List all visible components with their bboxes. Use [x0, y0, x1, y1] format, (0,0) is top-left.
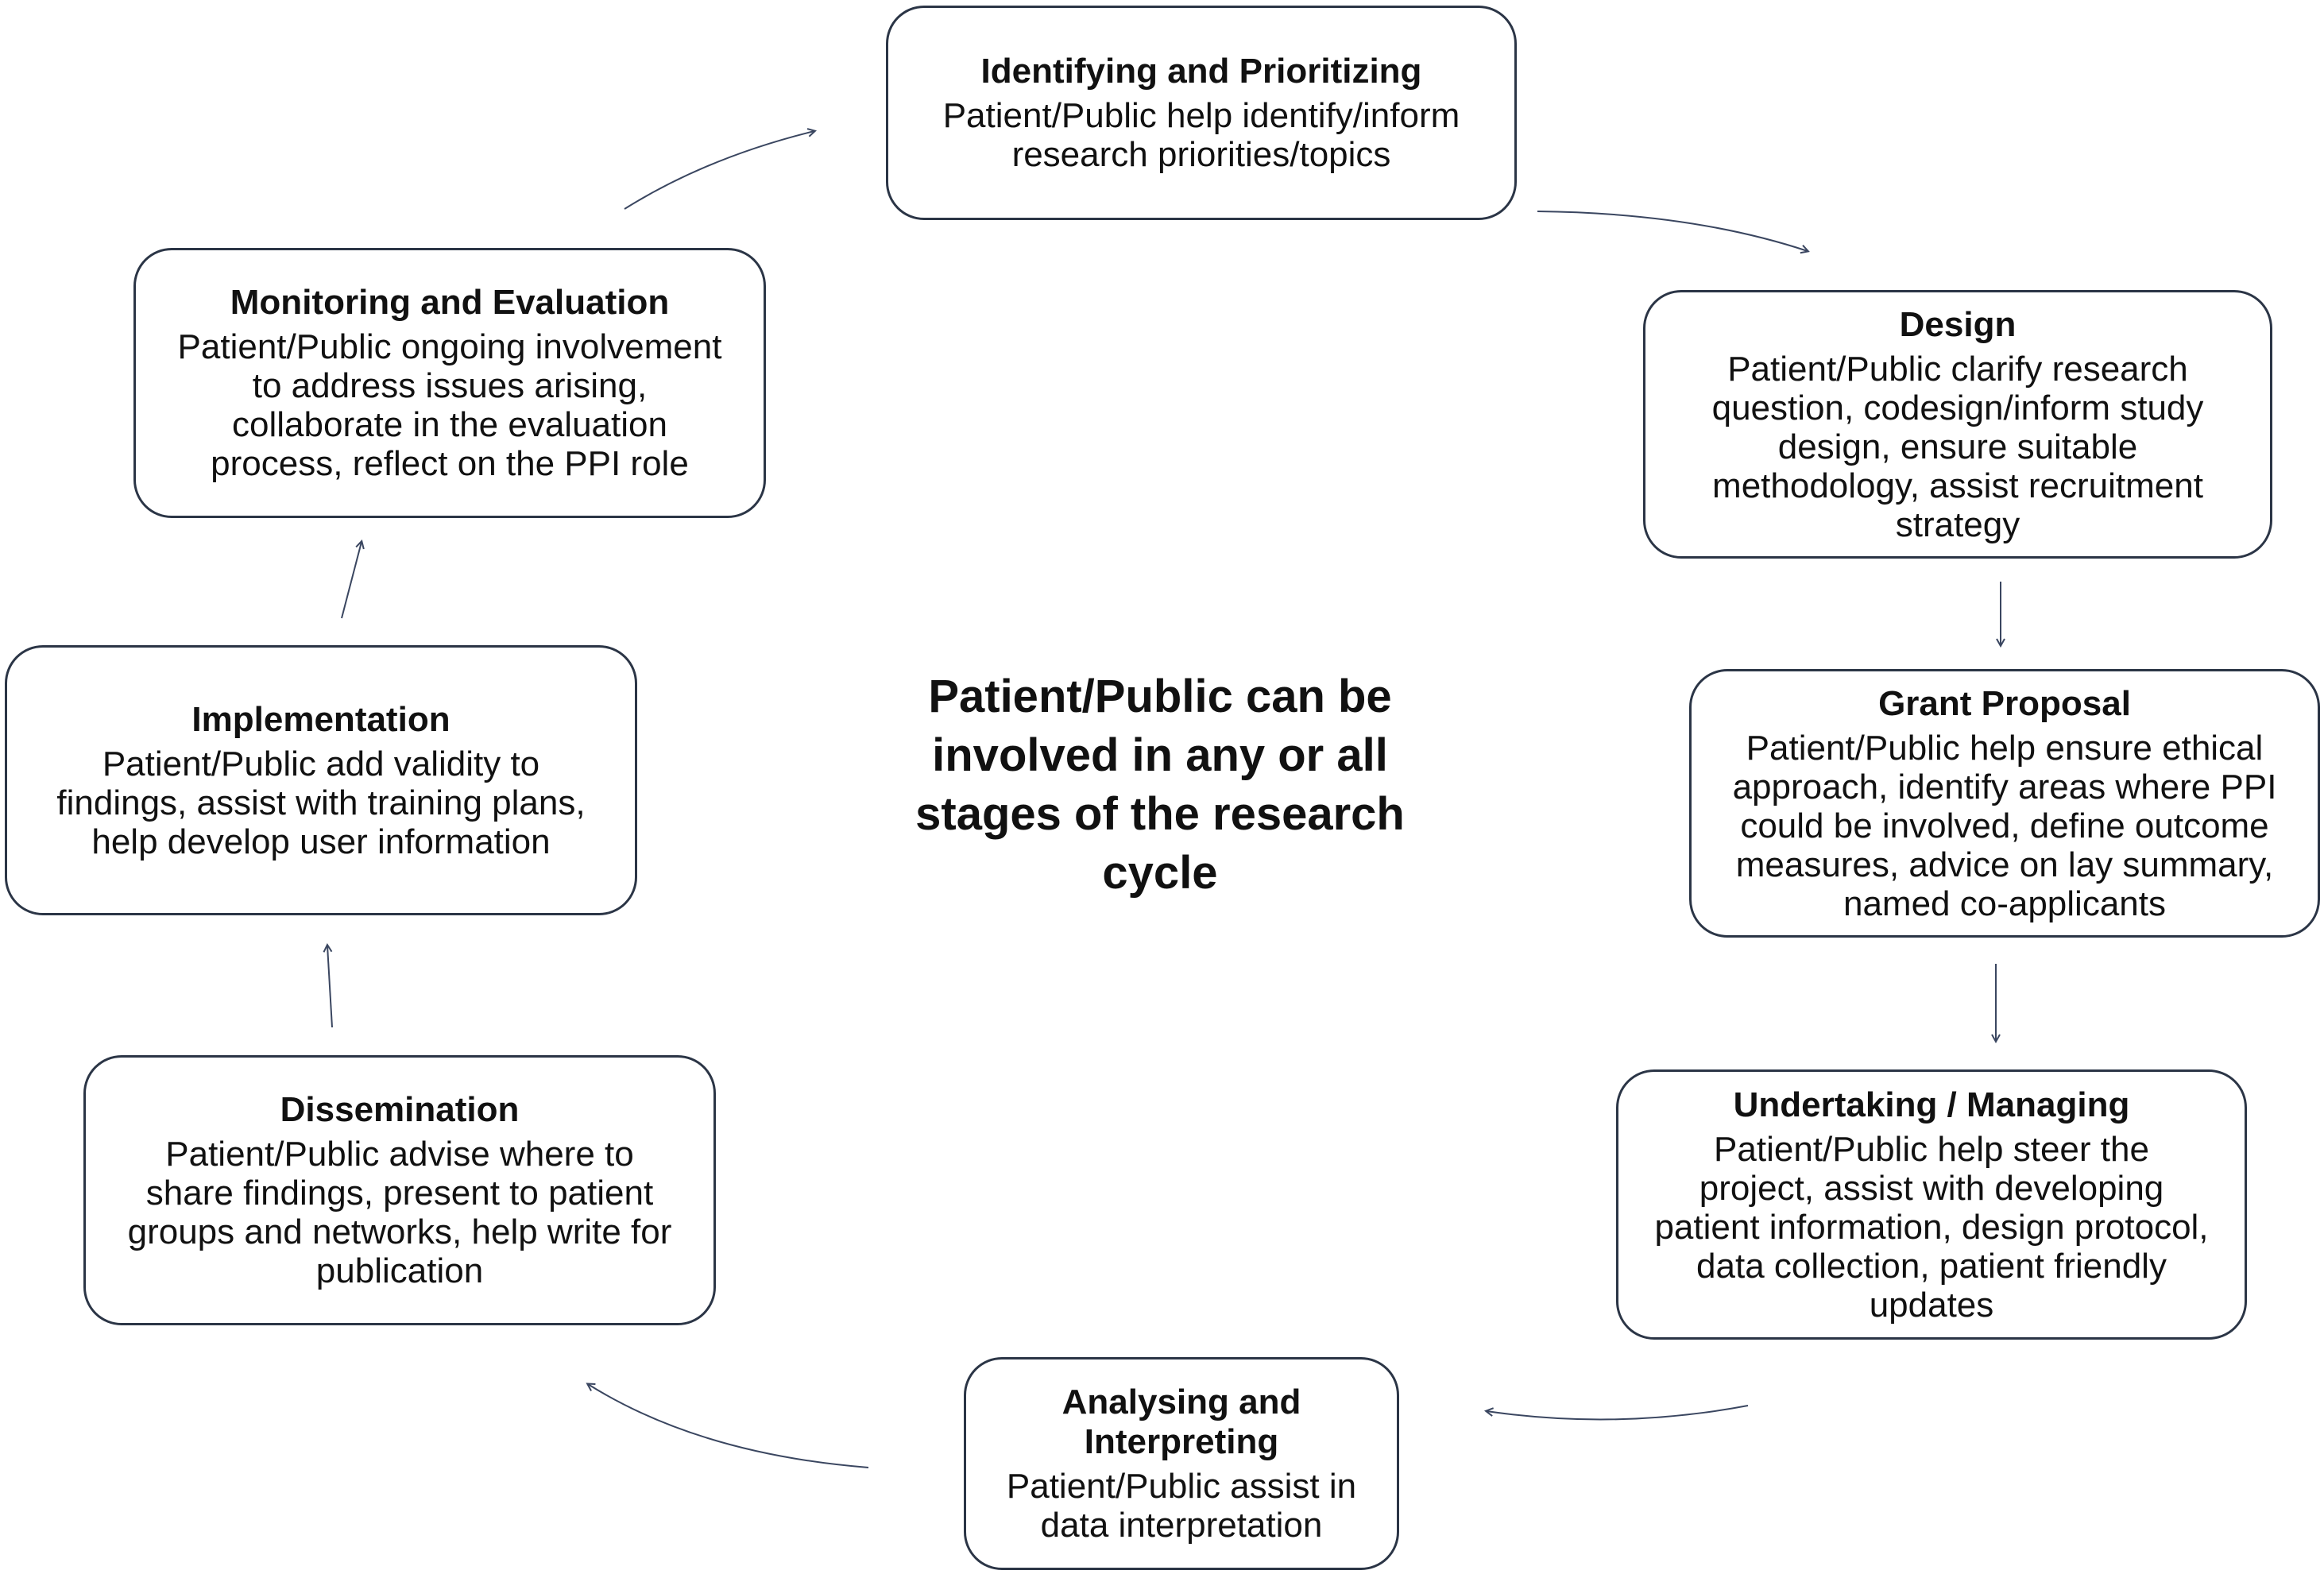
arrow-implementation-to-monitoring [341, 542, 362, 619]
stage-title: Analysing and Interpreting [1061, 1383, 1301, 1461]
stage-description: Patient/Public clarify research question… [1711, 349, 2204, 544]
stage-description: Patient/Public assist in data interpreta… [1006, 1467, 1357, 1545]
arrow-analysing-to-dissemination [588, 1384, 869, 1468]
stage-implementation: Implementation Patient/Public add validi… [5, 645, 637, 915]
stage-grant-proposal: Grant Proposal Patient/Public help ensur… [1689, 669, 2320, 938]
stage-title: Monitoring and Evaluation [230, 283, 670, 322]
stage-title: Identifying and Prioritizing [980, 52, 1422, 91]
stage-title: Undertaking / Managing [1733, 1085, 2130, 1124]
stage-monitoring-evaluation: Monitoring and Evaluation Patient/Public… [133, 248, 766, 518]
stage-description: Patient/Public help steer the project, a… [1654, 1129, 2209, 1325]
stage-undertaking-managing: Undertaking / Managing Patient/Public he… [1616, 1069, 2247, 1340]
center-statement: Patient/Public can be involved in any or… [915, 671, 1405, 899]
stage-title: Implementation [191, 699, 450, 739]
arrow-dissemination-to-implementation [327, 946, 333, 1028]
stage-identifying-prioritizing: Identifying and Prioritizing Patient/Pub… [886, 6, 1517, 220]
stage-title: Grant Proposal [1878, 683, 2131, 723]
stage-dissemination: Dissemination Patient/Public advise wher… [83, 1055, 716, 1325]
arrow-identifying-to-design [1537, 211, 1808, 251]
stage-description: Patient/Public advise where to share fin… [127, 1135, 672, 1290]
stage-design: Design Patient/Public clarify research q… [1643, 290, 2272, 559]
arrow-undertaking-to-analysing [1487, 1405, 1749, 1421]
stage-title: Dissemination [280, 1090, 520, 1129]
stage-description: Patient/Public add validity to findings,… [56, 744, 586, 861]
stage-analysing-interpreting: Analysing and Interpreting Patient/Publi… [964, 1357, 1399, 1570]
stage-description: Patient/Public help ensure ethical appro… [1732, 728, 2277, 923]
arrow-monitoring-to-identifying [624, 131, 814, 210]
stage-title: Design [1899, 304, 2017, 344]
stage-description: Patient/Public ongoing involvement to ad… [177, 327, 722, 483]
stage-description: Patient/Public help identify/inform rese… [942, 96, 1460, 174]
